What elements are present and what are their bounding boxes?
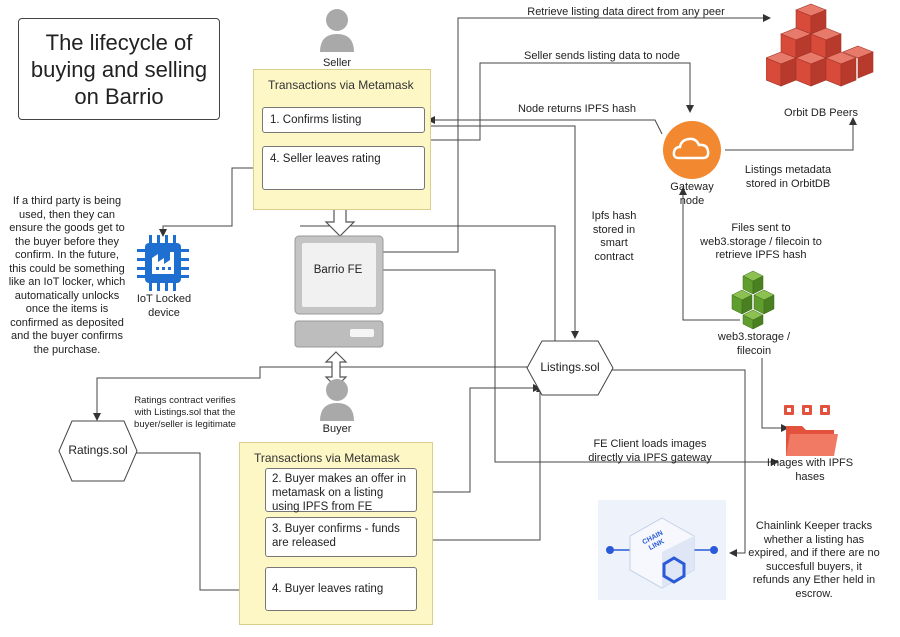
web3-storage-label: web3.storage / filecoin [717, 331, 791, 357]
seller-panel-title: Transactions via Metamask [268, 78, 414, 92]
buyer-label: Buyer [322, 423, 352, 435]
seller-transactions-panel: Transactions via Metamask 1. Confirms li… [253, 69, 431, 210]
seller-label: Seller [322, 57, 352, 69]
ratings-sol-label: Ratings.sol [68, 443, 128, 457]
seller-avatar-icon [318, 6, 356, 54]
ratings-sol-node [58, 420, 138, 482]
gateway-cloud-icon [662, 120, 722, 180]
annotation-ratings-verify: Ratings contract verifies with Listings.… [134, 395, 236, 430]
annotation-third-party: If a third party is being used, then the… [8, 195, 126, 356]
barrio-fe-computer-icon [294, 235, 384, 350]
iot-label: IoT Locked device [136, 293, 192, 319]
images-label: Images with IPFS hases [766, 457, 854, 483]
annotation-seller-sends: Seller sends listing data to node [524, 50, 680, 62]
buyer-panel-title: Transactions via Metamask [254, 451, 400, 465]
annotation-files-sent: Files sent to web3.storage / filecoin to… [700, 222, 822, 261]
orbit-db-label: Orbit DB Peers [784, 107, 858, 119]
gateway-label: Gateway node [670, 181, 714, 207]
annotation-node-returns: Node returns IPFS hash [517, 103, 636, 115]
buyer-step-leaves-rating: 4. Buyer leaves rating [265, 567, 417, 611]
web3-storage-stack-icon [728, 270, 778, 330]
orbit-db-cubes-icon [765, 2, 876, 106]
barrio-fe-label: Barrio FE [313, 264, 363, 276]
diagram-title: The lifecycle of buying and selling on B… [18, 18, 220, 120]
buyer-transactions-panel: Transactions via Metamask 2. Buyer makes… [239, 442, 433, 625]
images-chips-icon [782, 402, 842, 458]
annotation-listings-metadata: Listings metadata stored in OrbitDB [744, 164, 832, 190]
buyer-avatar-icon [318, 377, 356, 423]
buyer-step-makes-offer: 2. Buyer makes an offer in metamask on a… [265, 468, 417, 513]
seller-step-leaves-rating: 4. Seller leaves rating [262, 146, 425, 190]
listings-sol-label: Listings.sol [540, 360, 600, 374]
listings-sol-node [526, 340, 614, 396]
buyer-step-confirms: 3. Buyer confirms - funds are released [265, 517, 417, 557]
annotation-retrieve-listing: Retrieve listing data direct from any pe… [527, 6, 725, 18]
chainlink-logo: CHAIN LINK [598, 500, 726, 600]
seller-step-confirms-listing: 1. Confirms listing [262, 107, 425, 133]
annotation-chainlink-keeper: Chainlink Keeper tracks whether a listin… [748, 520, 880, 600]
iot-locked-device-icon [136, 234, 190, 292]
annotation-ipfs-hash-stored: Ipfs hash stored in smart contract [591, 210, 637, 263]
annotation-fe-client: FE Client loads images directly via IPFS… [588, 438, 712, 464]
